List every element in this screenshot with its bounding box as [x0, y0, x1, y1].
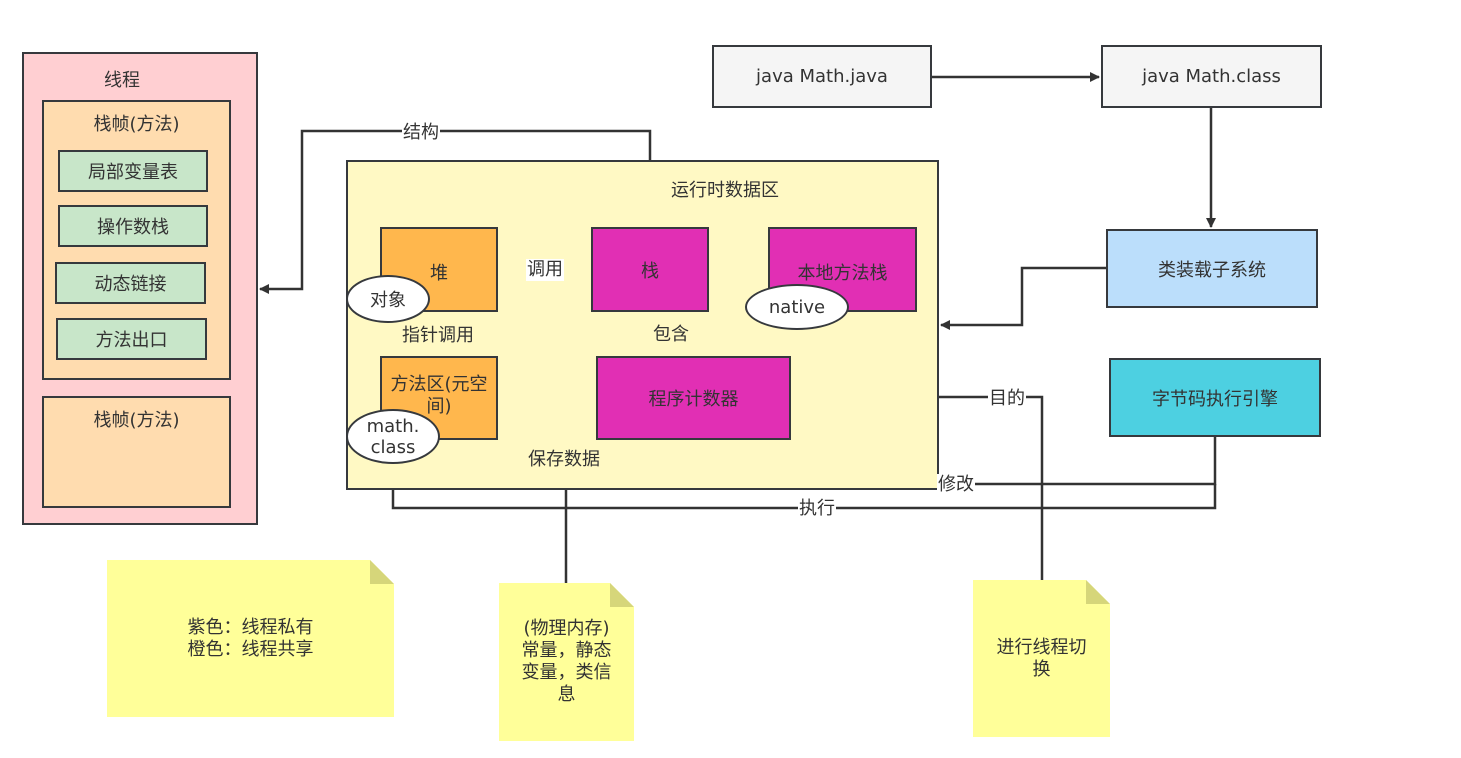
native-method-stack-label: 本地方法栈	[797, 263, 888, 284]
class-loader-subsystem-box: 类装载子系统	[1106, 229, 1318, 308]
java-class-box: java Math.class	[1101, 45, 1322, 108]
math-class-line2: class	[370, 436, 416, 458]
thread-switch-line1: 进行线程切	[996, 636, 1087, 658]
heap-label: 堆	[430, 263, 448, 284]
edge-label-contains: 包含	[652, 324, 690, 346]
math-class-line1: math.	[366, 415, 420, 437]
java-source-box: java Math.java	[712, 45, 932, 108]
legend-private: 紫色：线程私有	[187, 616, 314, 638]
dynamic-linking: 动态链接	[55, 262, 206, 304]
stack-frame-1-title: 栈帧(方法)	[93, 114, 180, 135]
edge-loader-to-runtime	[940, 266, 1106, 330]
edge-label-invoke: 调用	[526, 259, 564, 281]
stack-box: 栈	[591, 227, 709, 312]
thread-switch-line2: 换	[1032, 658, 1051, 680]
legend-note: 紫色：线程私有 橙色：线程共享	[107, 560, 394, 717]
legend-shared: 橙色：线程共享	[187, 638, 314, 660]
program-counter-box: 程序计数器	[596, 356, 791, 440]
runtime-data-area-title: 运行时数据区	[671, 180, 779, 201]
native-ellipse: native	[745, 284, 849, 330]
edge-label-modify: 修改	[937, 474, 975, 496]
edge-label-save-data: 保存数据	[527, 449, 601, 471]
bytecode-execution-engine-box: 字节码执行引擎	[1109, 358, 1321, 437]
edge-label-execute: 执行	[798, 498, 836, 520]
local-variable-table: 局部变量表	[58, 150, 208, 192]
memory-note-line1: (物理内存)	[523, 618, 610, 639]
operand-stack: 操作数栈	[58, 205, 208, 247]
edge-label-purpose: 目的	[988, 388, 1026, 410]
math-class-ellipse: math. class	[346, 409, 440, 464]
thread-switch-note: 进行线程切 换	[973, 580, 1110, 737]
thread-title: 线程	[104, 70, 140, 91]
memory-note-line2: 常量，静态	[521, 640, 612, 661]
stack-frame-2-title: 栈帧(方法)	[93, 410, 180, 431]
memory-note-line4: 息	[557, 684, 576, 705]
memory-note-line3: 变量，类信	[521, 662, 612, 683]
memory-note: (物理内存) 常量，静态 变量，类信 息	[499, 583, 634, 741]
method-exit: 方法出口	[56, 318, 207, 360]
edge-label-structure: 结构	[402, 122, 440, 144]
object-ellipse: 对象	[346, 275, 430, 323]
stack-frame-2	[42, 396, 231, 508]
native-method-stack-box: 本地方法栈	[768, 227, 917, 312]
edge-label-pointer-invoke: 指针调用	[401, 325, 475, 347]
